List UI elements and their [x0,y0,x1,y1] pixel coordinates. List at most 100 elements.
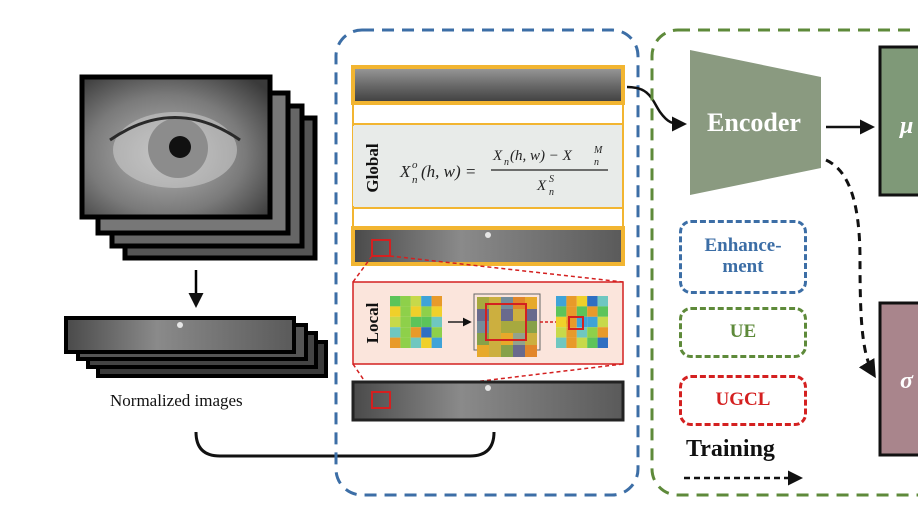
grid-cell [501,345,513,357]
grid-cell [400,316,411,328]
mu-block [878,45,918,197]
global-formula: X o n (h, w) = X n (h, w) − X M n X S n [399,145,608,198]
grid-cell [587,316,598,328]
legend-ugcl: UGCL [679,375,807,426]
grid-cell [477,345,489,357]
encoder-label: Encoder [707,108,801,137]
grid-cell [576,296,588,307]
grid-cell [556,327,567,338]
global-input-strip [351,65,625,105]
enhancement-region [334,28,640,497]
grid-cell [556,306,567,317]
svg-text:o: o [412,159,418,171]
grid-cell [566,296,577,307]
grid-cell [421,327,432,338]
svg-text:X: X [492,148,503,164]
grid-cell [525,321,537,333]
grid-cell [390,306,401,317]
grid-cell [489,321,501,333]
svg-text:(h, w) − X: (h, w) − X [510,148,573,164]
grid-cell [587,337,598,348]
grid-cell [489,309,501,321]
svg-text:n: n [504,157,509,168]
grid-cell [566,327,577,338]
local-patch-marker [371,239,391,257]
grid-cell [400,337,411,348]
grid-cell [597,327,608,338]
grid-cell [566,306,577,317]
local-label: Local [363,302,382,343]
ue-region [650,28,918,497]
grid-cell [576,327,588,338]
grid-cell [410,337,422,348]
svg-text:(h, w) =: (h, w) = [421,162,476,181]
grid-cell [525,333,537,345]
local-grid-input [390,296,442,348]
grid-cell [513,309,525,321]
global-label: Global [363,143,382,192]
sigma-arrow [825,158,876,379]
grid-cell [501,309,513,321]
grid-cell [390,296,401,307]
grid-cell [513,321,525,333]
grid-cell [576,306,588,317]
grid-cell [597,306,608,317]
grid-cell [421,306,432,317]
grid-cell [525,297,537,309]
svg-text:M: M [593,145,603,156]
grid-cell [576,337,588,348]
mu-label: μ [898,113,913,139]
encoder-block [690,50,821,195]
grid-cell [431,337,442,348]
legend-enhancement: Enhance- ment [679,220,807,294]
svg-text:n: n [549,187,554,198]
grid-cell [597,337,608,348]
grid-cell [400,296,411,307]
grid-cell [587,327,598,338]
grid-cell [421,316,432,328]
svg-text:n: n [412,174,418,186]
svg-text:X: X [536,178,547,194]
normalized-strip-stack [64,316,328,378]
local-grid-output [556,296,608,348]
grid-cell [556,316,567,328]
grid-cell [431,296,442,307]
grid-cell [400,327,411,338]
grid-cell [421,296,432,307]
legend-training: Training [686,436,775,462]
sigma-label: σ [900,368,914,394]
grid-cell [431,306,442,317]
grid-cell [556,296,567,307]
eye-image-stack [79,74,318,261]
caption-normalized-images: Normalized images [110,391,243,410]
grid-cell [587,306,598,317]
grid-cell [431,327,442,338]
grid-cell [410,296,422,307]
grid-cell [489,345,501,357]
svg-text:n: n [594,157,599,168]
grid-cell [513,345,525,357]
enhanced-output-strip [351,380,625,422]
grid-cell [431,316,442,328]
grid-cell [525,345,537,357]
grid-cell [410,316,422,328]
grid-cell [525,309,537,321]
grid-cell [390,327,401,338]
svg-text:X: X [399,162,411,181]
grid-cell [556,337,567,348]
grid-cell [566,316,577,328]
grid-cell [390,337,401,348]
grid-cell [501,321,513,333]
svg-text:S: S [549,174,554,185]
to-encoder-arrow [626,85,687,132]
grid-cell [410,306,422,317]
global-panel [352,123,624,209]
sigma-block [878,301,918,457]
bracket-connector [194,431,496,458]
grid-cell [410,327,422,338]
grid-cell [597,316,608,328]
grid-cell [400,306,411,317]
grid-cell [390,316,401,328]
grid-cell [566,337,577,348]
